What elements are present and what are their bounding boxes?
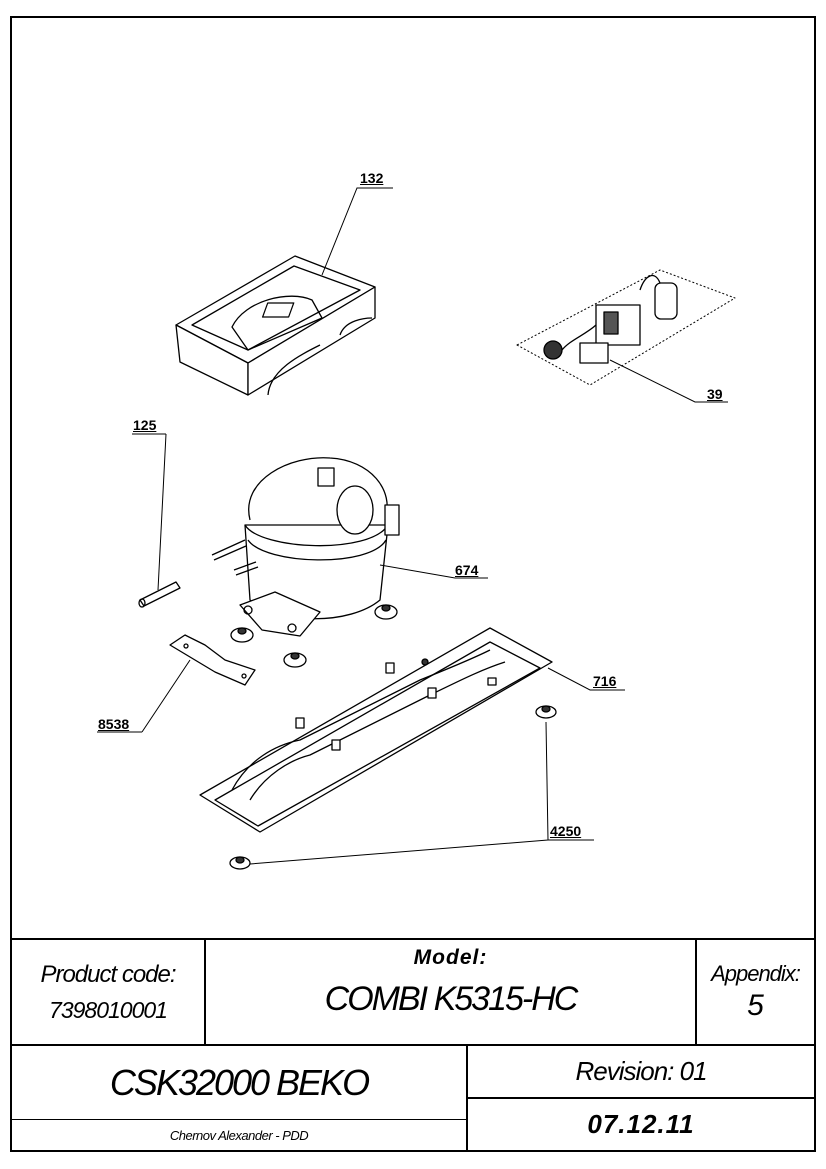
exploded-parts-drawing (97, 187, 736, 870)
assembly-name-cell: CSK32000 BEKO (12, 1046, 466, 1119)
date-cell: 07.12.11 (468, 1099, 814, 1150)
part-125-tube (138, 581, 181, 608)
drawing-sheet-border (10, 16, 816, 1152)
author-name: Chernov Alexander - PDD (169, 1127, 309, 1143)
part-674-compressor (211, 457, 400, 668)
model-label: Model: (413, 946, 488, 969)
callout-125: 125 (133, 417, 157, 433)
callout-8538: 8538 (98, 716, 130, 732)
model-cell: Model: COMBI K5315-HC (206, 940, 695, 1044)
callout-4250: 4250 (550, 823, 582, 839)
leader-lines (97, 187, 728, 865)
part-716-base-rails (199, 627, 557, 870)
assembly-name: CSK32000 BEKO (109, 1061, 370, 1103)
appendix-cell: Appendix: 5 (697, 940, 814, 1044)
revision-cell: Revision: 01 (468, 1046, 814, 1097)
callout-716: 716 (593, 673, 617, 689)
product-code-cell: Product code: 7398010001 (12, 940, 204, 1044)
author-cell: Chernov Alexander - PDD (12, 1120, 466, 1150)
part-39-electrical-kit (516, 269, 736, 386)
revision-text: Revision: 01 (575, 1056, 707, 1086)
drawing-date: 07.12.11 (587, 1109, 695, 1139)
callout-132: 132 (360, 170, 384, 186)
appendix-label: Appendix: (711, 961, 801, 986)
part-132-tray (175, 255, 376, 396)
model-value: COMBI K5315-HC (324, 980, 579, 1018)
callout-39: 39 (707, 386, 723, 402)
product-code-value: 7398010001 (49, 996, 168, 1023)
part-8538-strip (169, 634, 256, 686)
appendix-value: 5 (747, 989, 764, 1022)
product-code-label: Product code: (40, 960, 176, 988)
callout-674: 674 (455, 562, 479, 578)
